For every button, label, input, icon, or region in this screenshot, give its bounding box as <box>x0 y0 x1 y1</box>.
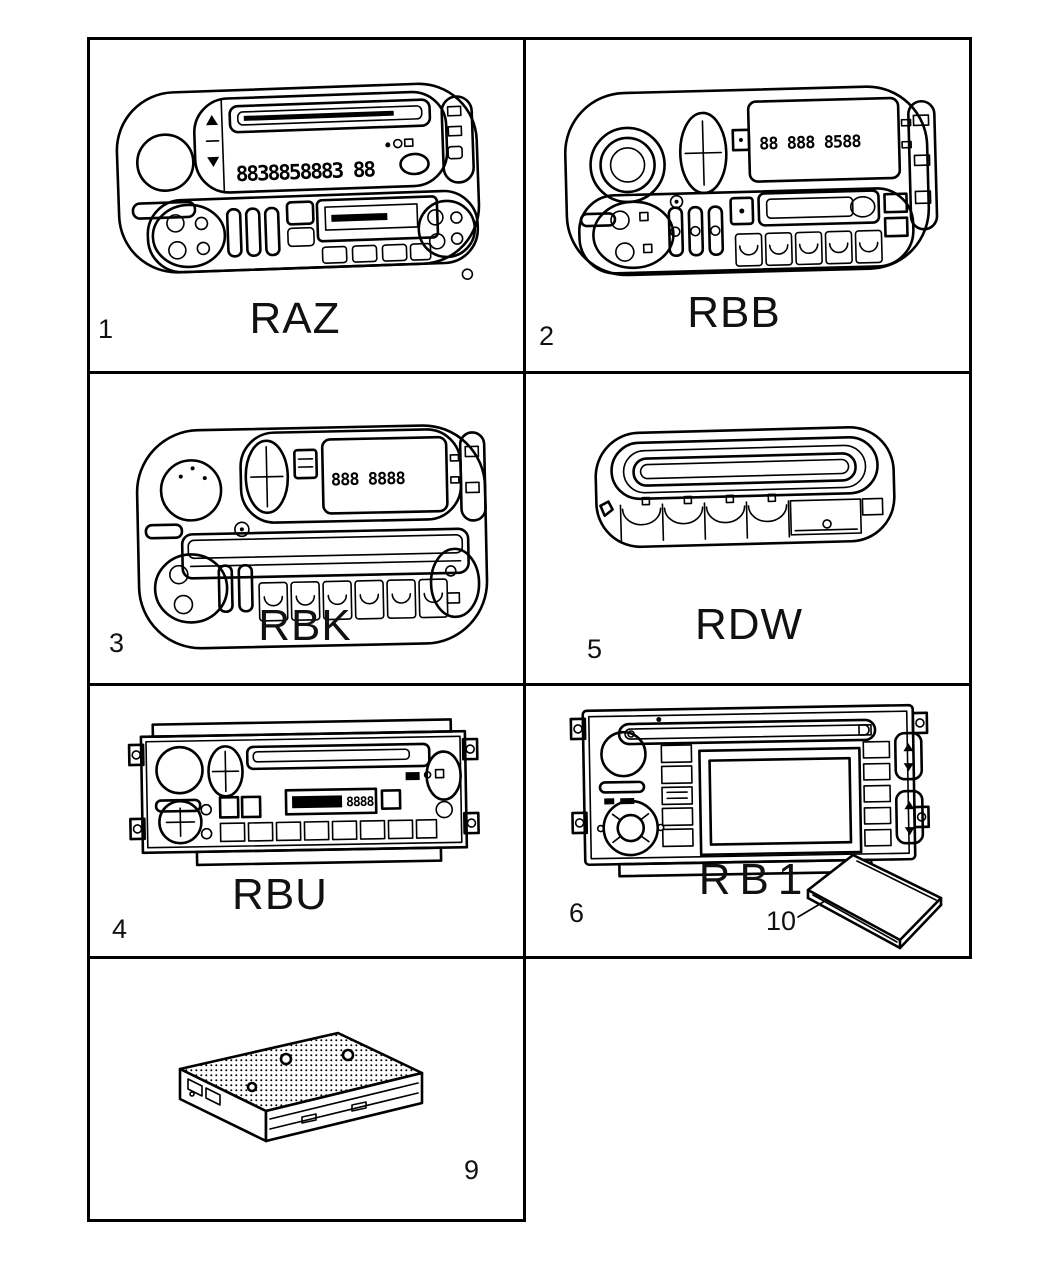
raz-button-panel <box>146 189 480 274</box>
cell-rbb: 88 888 8588 <box>523 37 972 374</box>
cell-rdw: RDW 5 <box>523 371 972 686</box>
callout-9: 9 <box>464 1155 480 1185</box>
cell-rbk: 888 8888 <box>87 371 526 686</box>
callout-4: 4 <box>112 914 128 944</box>
rbu-display <box>284 787 378 816</box>
radio-navigation-rb1-illustration <box>569 703 943 950</box>
radio-cd-rbk-illustration: 888 8888 <box>135 424 489 650</box>
part-code-rbk: RBK <box>258 601 352 650</box>
raz-volume-knob <box>136 133 195 192</box>
radio-cd-rbu-illustration: 8888 <box>127 718 480 867</box>
rb1-cd-slot <box>617 718 877 746</box>
rbu-cd-slot <box>245 742 431 771</box>
rbb-cassette-slot <box>757 189 881 227</box>
callout-5: 5 <box>587 634 603 664</box>
callout-6: 6 <box>569 898 585 928</box>
amplifier-front-face <box>264 1071 424 1143</box>
rbk-display-digits: 888 8888 <box>331 469 406 491</box>
callout-1: 1 <box>98 314 114 344</box>
part-code-rdw: RDW <box>694 600 804 649</box>
part-code-rb1: RB1 <box>698 855 812 904</box>
radio-cassette-rbb-illustration: 88 888 8588 <box>563 85 939 277</box>
raz-cassette-door <box>315 195 440 243</box>
cell-amplifier: 9 <box>87 956 526 1222</box>
part-code-raz: RAZ <box>249 294 341 343</box>
rb1-screen <box>698 746 863 857</box>
callout-2: 2 <box>539 321 555 351</box>
rbb-display-digits: 88 888 8588 <box>759 132 862 155</box>
radio-cassette-raz-illustration: 8838858883 88 <box>115 82 481 281</box>
rbu-volume-knob <box>155 745 204 795</box>
radio-rdw-illustration <box>594 425 896 549</box>
rbb-display <box>746 96 902 183</box>
part-code-rbu: RBU <box>232 870 328 919</box>
part-code-rbb: RBB <box>687 288 781 337</box>
callout-10: 10 <box>766 906 797 936</box>
cell-rbu: 8888 RBU 4 <box>87 683 526 959</box>
rbk-display <box>320 435 449 515</box>
cell-rb1: RB1 6 10 <box>523 683 972 959</box>
raz-display-module <box>192 90 449 194</box>
rb1-volume-knob <box>600 730 647 778</box>
rbb-button-panel <box>578 187 915 275</box>
callout-3: 3 <box>109 628 125 658</box>
rbu-tune-knob <box>158 799 203 845</box>
rbu-display-digits: 8888 <box>346 795 375 810</box>
raz-cassette-slot <box>228 98 432 134</box>
callout-10-leader-line <box>797 900 826 918</box>
raz-display-digits: 8838858883 88 <box>235 157 375 186</box>
rbk-volume-knob <box>159 459 223 522</box>
rdw-slot <box>632 452 857 487</box>
amplifier-box-illustration <box>178 1031 424 1143</box>
rb1-joystick-dial <box>602 799 660 857</box>
navigation-disc-case-illustration <box>797 853 943 950</box>
cell-raz: 8838858883 88 <box>87 37 526 374</box>
